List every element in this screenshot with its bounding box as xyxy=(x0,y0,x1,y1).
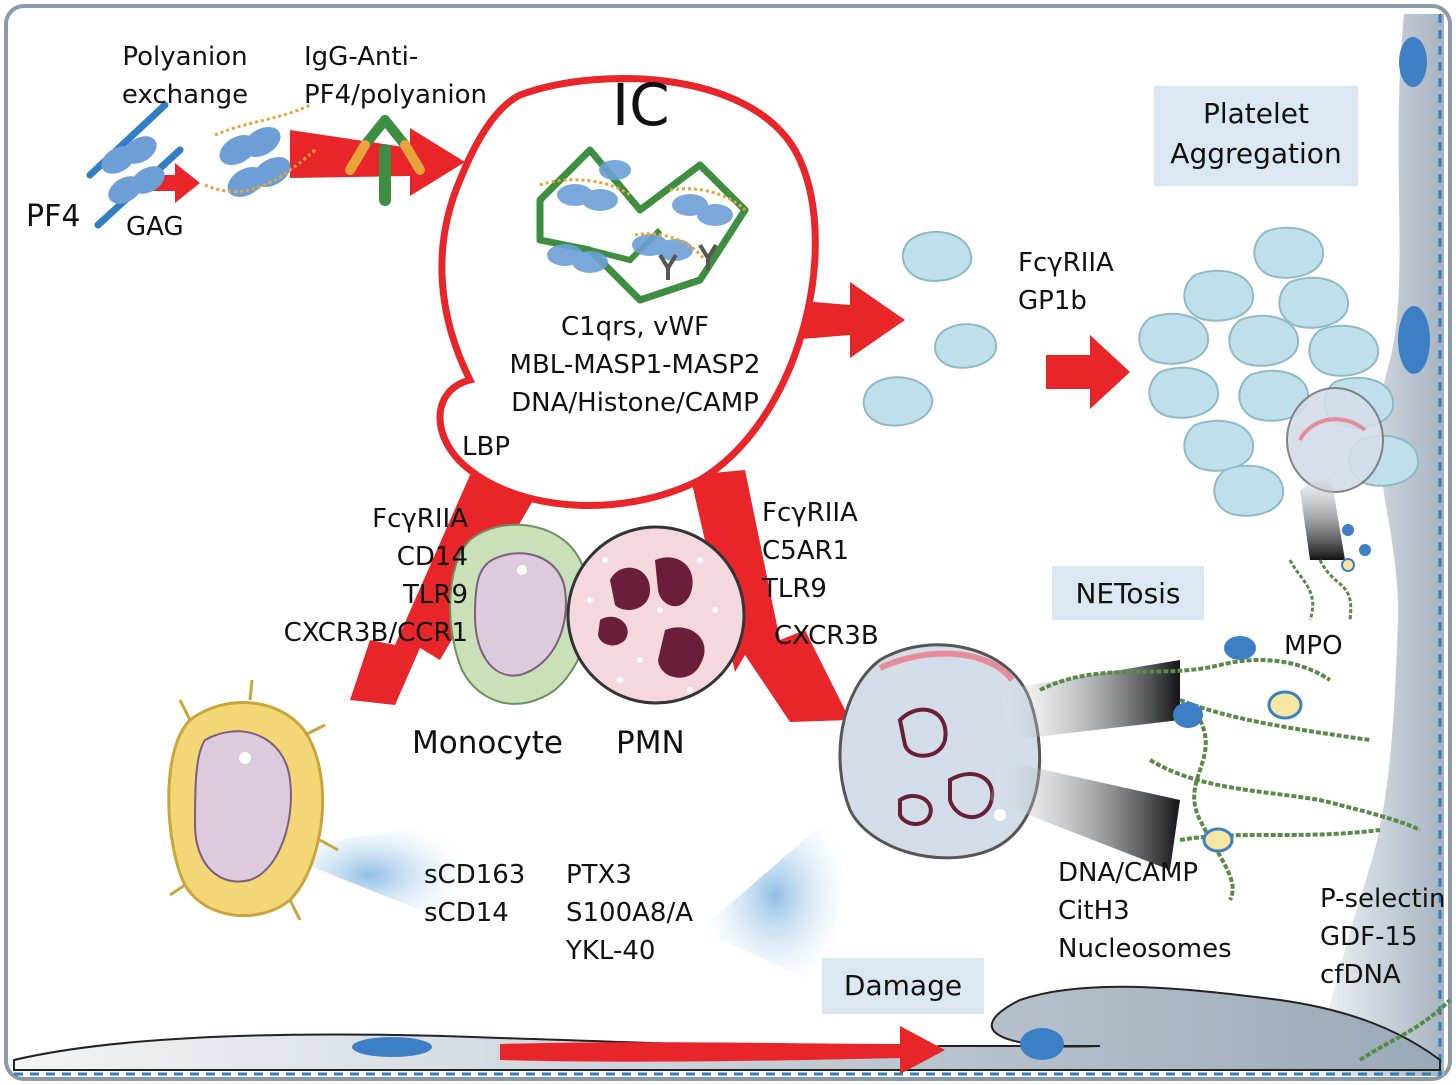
pf4-gag-complex xyxy=(86,101,184,229)
pmn-label: PMN xyxy=(616,725,685,761)
pmn-cell xyxy=(566,525,746,705)
damage-label: Damage xyxy=(822,958,984,1014)
lbp-label: LBP xyxy=(462,432,511,462)
pmn-secretion-cone xyxy=(700,800,850,990)
monocyte-label: Monocyte xyxy=(412,725,563,761)
arrow-pf4-to-exchange xyxy=(145,163,200,203)
arrow-platelets-to-aggregation xyxy=(1046,335,1130,409)
macrophage-cell xyxy=(167,679,339,921)
igg-antibody xyxy=(345,115,425,206)
mpo-label: MPO xyxy=(1284,631,1343,661)
endothelial-nucleus xyxy=(352,1037,432,1057)
polyanion-exchanged-pf4 xyxy=(204,103,316,198)
cxcr3b-label: CXCR3B xyxy=(774,621,879,651)
damaged-endothelial-nucleus xyxy=(1020,1028,1064,1060)
free-platelets xyxy=(862,230,998,427)
ic-label: IC xyxy=(612,71,670,139)
pf4-label: PF4 xyxy=(26,199,81,234)
igg-anti-pf4-label: IgG-Anti-PF4/polyanion xyxy=(304,42,487,110)
netosis-neutrophil xyxy=(838,643,1180,870)
net-granule-proteins xyxy=(1173,636,1303,853)
endothelial-nucleus xyxy=(1398,306,1430,374)
monocyte-secretion-cone xyxy=(270,820,470,930)
vessel-wall xyxy=(1312,14,1444,1076)
arrow-ic-to-pmn xyxy=(690,470,850,722)
figure-frame xyxy=(4,4,1452,1081)
endothelial-nucleus xyxy=(1399,37,1427,87)
arrow-ic-to-platelets xyxy=(790,282,905,358)
net-dna-fibers xyxy=(1039,658,1452,1062)
platelet-trapped-neutrophil xyxy=(1286,387,1384,621)
arrow-exchange-to-ic xyxy=(290,128,465,196)
netosis-label: NETosis xyxy=(1052,566,1204,620)
arrow-endothelium-damage xyxy=(500,1026,945,1074)
monocyte-cell xyxy=(449,523,592,705)
gag-label: GAG xyxy=(126,212,184,242)
platelet-aggregate xyxy=(1138,226,1420,517)
ic-lattice xyxy=(536,146,749,304)
